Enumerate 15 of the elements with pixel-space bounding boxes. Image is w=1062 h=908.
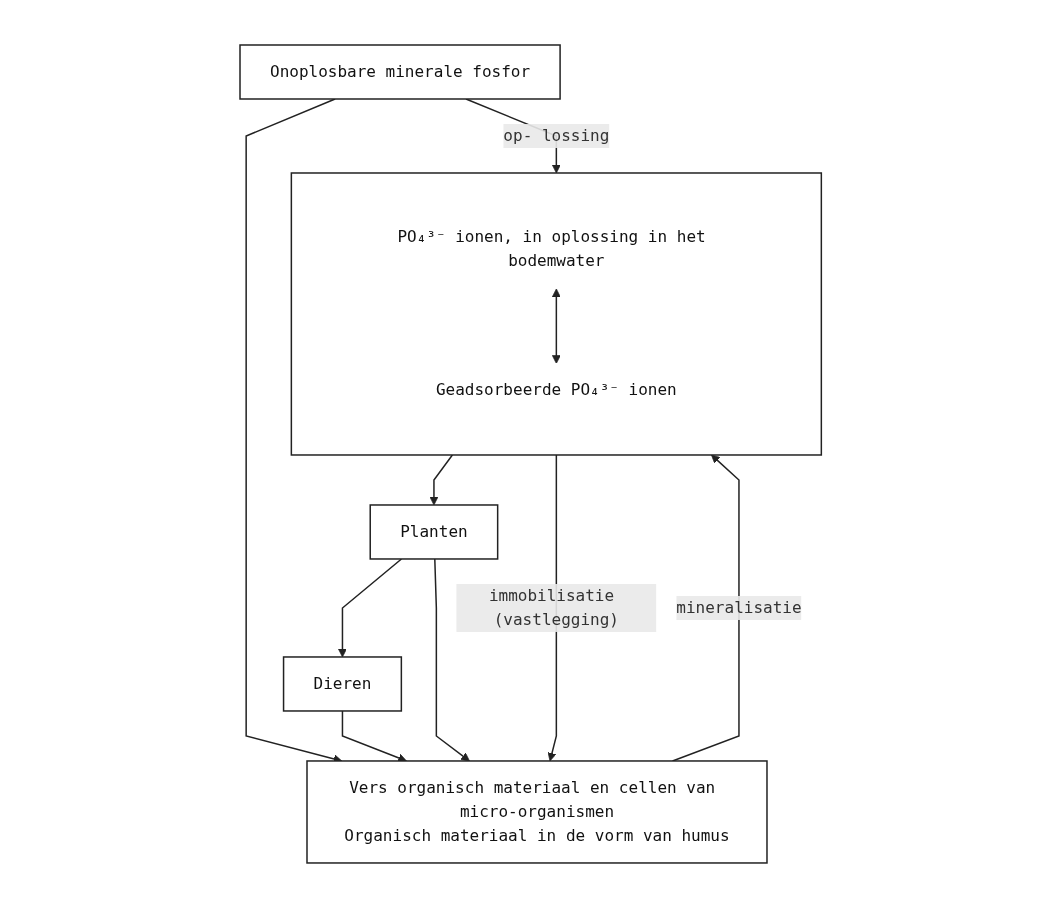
edge-label: immobilisatie (vastlegging) <box>489 586 620 629</box>
arrow <box>434 558 471 762</box>
node-box: Onoplosbare minerale fosfor <box>239 44 562 100</box>
node-box: Vers organisch materiaal en cellen van micro-organismen Organisch materiaal in de vorm van humus <box>306 760 769 864</box>
cluster <box>290 172 823 456</box>
arrow <box>338 558 403 658</box>
arrow <box>429 454 454 506</box>
arrow <box>672 454 741 762</box>
node-text: PO₄³⁻ ionen, in oplossing in het bodemwater <box>397 227 706 271</box>
edge-label: op- lossing <box>503 126 610 146</box>
node-text: Geadsorbeerde PO₄³⁻ ionen <box>436 380 678 400</box>
edge-label: mineralisatie <box>676 597 802 617</box>
node-box: Dieren <box>283 656 403 712</box>
node-box: Planten <box>369 504 499 560</box>
arrow <box>552 288 562 364</box>
